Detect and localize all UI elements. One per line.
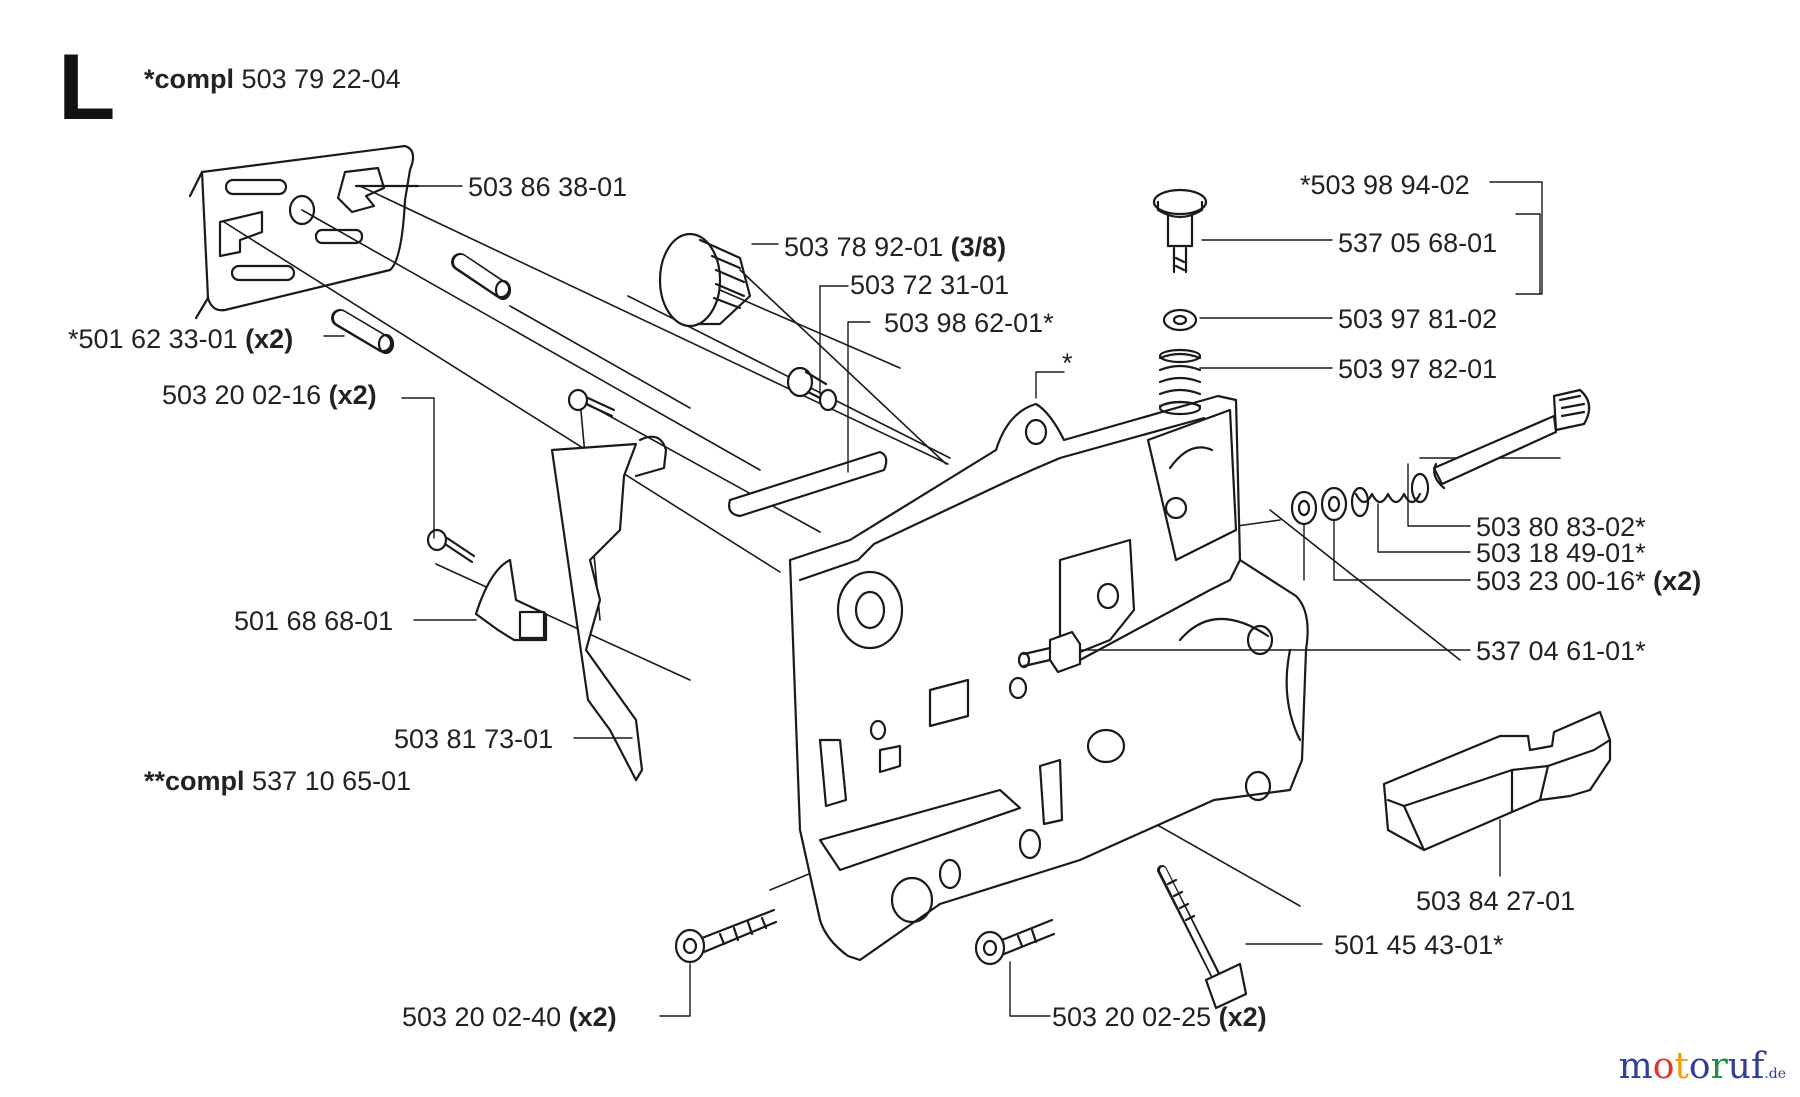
part-label-9: 537 05 68-01	[1338, 230, 1497, 257]
part-number: 537 04 61-01*	[1476, 636, 1646, 666]
small-screws	[426, 388, 616, 564]
part-number: 501 45 43-01*	[1334, 930, 1504, 960]
compl-main-number: 503 79 22-04	[241, 64, 401, 94]
part-label-12: 503 80 83-02*	[1476, 514, 1646, 541]
compl-main-prefix: *compl	[144, 64, 235, 94]
part-number: 503 98 62-01*	[884, 308, 1054, 338]
compl-second-prefix: **compl	[144, 766, 245, 796]
part-label-5: *501 62 33-01 (x2)	[68, 326, 293, 353]
part-label-21: 503 20 02-25 (x2)	[1052, 1004, 1267, 1031]
sprocket-cap	[658, 232, 752, 328]
guide-plate	[188, 144, 420, 320]
part-number: 503 23 00-16*	[1476, 566, 1646, 596]
clip	[474, 558, 548, 642]
part-label-6: 503 20 02-16 (x2)	[162, 382, 377, 409]
part-label-19: 501 45 43-01*	[1334, 932, 1504, 959]
part-label-17: 503 81 73-01	[394, 726, 553, 753]
part-number: 503 20 02-25	[1052, 1002, 1212, 1032]
tensioner-screw	[1290, 388, 1591, 526]
pin	[786, 366, 838, 412]
part-number: 503 84 27-01	[1416, 886, 1576, 916]
long-screw	[1157, 865, 1248, 1010]
part-number: 503 81 73-01	[394, 724, 554, 754]
part-label-3: 503 72 31-01	[850, 272, 1009, 299]
part-number: 503 97 82-01	[1338, 354, 1498, 384]
part-number: 503 86 38-01	[468, 172, 628, 202]
part-qualifier: (x2)	[1218, 1002, 1267, 1032]
bolt-25	[974, 918, 1056, 966]
part-qualifier: (x2)	[245, 324, 294, 354]
part-label-7: *	[1062, 350, 1073, 377]
watermark-logo: motoruf.de	[1619, 1049, 1786, 1085]
section-letter: L	[58, 34, 116, 139]
spacer-sleeves	[331, 253, 512, 355]
compl-second-number: 537 10 65-01	[252, 766, 412, 796]
part-number: 503 20 02-40	[402, 1002, 562, 1032]
part-qualifier: (3/8)	[950, 232, 1007, 262]
small-stud	[1017, 630, 1082, 674]
part-label-8: *503 98 94-02	[1300, 172, 1470, 199]
part-number: 503 18 49-01*	[1476, 538, 1646, 568]
part-label-1: 503 86 38-01	[468, 174, 627, 201]
leader-lines	[323, 181, 1543, 1017]
part-label-15: 537 04 61-01*	[1476, 638, 1646, 665]
part-label-2: 503 78 92-01 (3/8)	[784, 234, 1006, 261]
part-number: 503 80 83-02*	[1476, 512, 1646, 542]
watermark-letter: r	[1710, 1046, 1728, 1087]
watermark-letter: f	[1750, 1046, 1765, 1087]
part-label-14: 503 23 00-16* (x2)	[1476, 568, 1701, 595]
part-qualifier: (x2)	[568, 1002, 617, 1032]
part-qualifier: (x2)	[328, 380, 377, 410]
tensioner-bar	[728, 450, 888, 518]
compl-main-label: *compl 503 79 22-04	[144, 66, 401, 93]
part-number: 503 72 31-01	[850, 270, 1010, 300]
adjuster-stack	[1152, 188, 1208, 416]
part-label-11: 503 97 82-01	[1338, 356, 1497, 383]
watermark-letter: t	[1674, 1046, 1689, 1087]
part-number: *	[1062, 348, 1073, 378]
guide-block	[1382, 710, 1612, 852]
clutch-cover-housing	[788, 394, 1309, 962]
part-label-20: 503 20 02-40 (x2)	[402, 1004, 617, 1031]
watermark-domain: .de	[1764, 1066, 1786, 1082]
part-number: 503 78 92-01	[784, 232, 944, 262]
part-label-4: 503 98 62-01*	[884, 310, 1054, 337]
chain-catcher-plate	[550, 435, 668, 782]
watermark-letter: u	[1727, 1046, 1751, 1087]
part-number: *503 98 94-02	[1300, 170, 1470, 200]
part-label-13: 503 18 49-01*	[1476, 540, 1646, 567]
part-qualifier: (x2)	[1653, 566, 1702, 596]
part-label-18: 503 84 27-01	[1416, 888, 1575, 915]
watermark-letter: o	[1688, 1046, 1711, 1087]
part-label-10: 503 97 81-02	[1338, 306, 1497, 333]
part-number: 501 68 68-01	[234, 606, 394, 636]
watermark-letter: o	[1652, 1046, 1675, 1087]
part-number: 503 20 02-16	[162, 380, 322, 410]
part-number: 503 97 81-02	[1338, 304, 1498, 334]
compl-second-label: **compl 537 10 65-01	[144, 768, 411, 795]
watermark-letter: m	[1618, 1046, 1653, 1087]
part-number: *501 62 33-01	[68, 324, 238, 354]
part-label-16: 501 68 68-01	[234, 608, 393, 635]
bolt-40	[674, 908, 778, 964]
part-number: 537 05 68-01	[1338, 228, 1498, 258]
